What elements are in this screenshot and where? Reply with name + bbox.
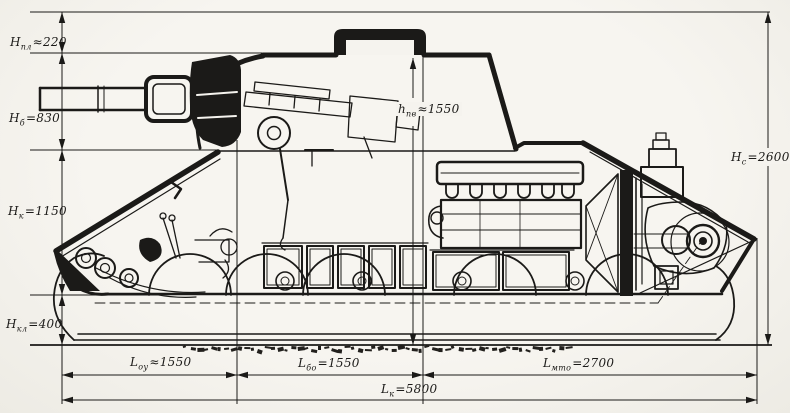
dim-turret-height-label: Нб=830 [9, 111, 61, 128]
dim-symbol: Н [9, 111, 20, 125]
dim-value: ≈220 [32, 35, 67, 49]
dim-subscript: бо [306, 363, 317, 373]
main-clutch-disc [620, 170, 633, 296]
dim-value: =830 [25, 111, 61, 125]
dim-value: ≈1550 [149, 355, 192, 369]
dim-fighting-compartment-length-label: Lбо=1550 [298, 356, 360, 373]
nose-armor-section [54, 249, 100, 291]
dim-subscript: пв [406, 109, 417, 119]
ground-hatching [182, 344, 573, 355]
dim-symbol: Н [8, 204, 19, 218]
turret-drawing [195, 52, 519, 251]
dim-engine-compartment-length-label: Lмто=2700 [543, 356, 615, 373]
dim-driver-compartment-length-label: Lоу≈1550 [130, 355, 192, 372]
dim-value: =5800 [395, 382, 438, 396]
dim-value: =1150 [24, 204, 67, 218]
dim-subscript: оу [138, 362, 149, 372]
dim-symbol: Н [731, 150, 742, 164]
dim-overall-length-label: Lк=5800 [381, 382, 438, 399]
dim-symbol: Н [6, 317, 17, 331]
dim-subscript: к [389, 389, 395, 399]
driver-compartment-drawing [139, 212, 238, 279]
dim-symbol: L [543, 356, 552, 370]
dim-symbol: h [398, 102, 407, 116]
gun-barrel-drawing [38, 55, 241, 147]
dim-symbol: L [130, 355, 139, 369]
cupola-drawing [334, 29, 426, 55]
dim-clearance-label: Нкл=400 [6, 317, 63, 334]
transmission-drawing [633, 201, 730, 290]
dim-cupola-height-label: Нпл≈220 [10, 35, 67, 52]
dim-symbol: Н [10, 35, 21, 49]
dim-fireline-height-label: hпв≈1550 [396, 102, 462, 119]
gun-mantlet [189, 55, 241, 147]
dim-overall-height-label: Нс=2600 [729, 150, 790, 167]
dim-value: =2600 [747, 150, 790, 164]
dim-hull-height-label: Нк=1150 [8, 204, 67, 221]
dim-subscript: пл [20, 42, 32, 52]
dim-value: =2700 [572, 356, 615, 370]
dim-symbol: L [381, 382, 390, 396]
dimension-lines [30, 11, 772, 404]
dim-subscript: б [19, 118, 25, 128]
dim-subscript: к [18, 211, 24, 221]
ammo-bins-drawing [261, 242, 429, 289]
dim-symbol: L [298, 356, 307, 370]
engine-drawing [427, 132, 684, 296]
dim-value: =400 [28, 317, 63, 331]
dim-subscript: кл [16, 324, 28, 334]
dim-subscript: с [741, 157, 747, 167]
dimension-arrowheads [58, 12, 772, 404]
dim-subscript: мто [551, 363, 572, 373]
dim-value: ≈1550 [417, 102, 460, 116]
dim-value: =1550 [317, 356, 360, 370]
